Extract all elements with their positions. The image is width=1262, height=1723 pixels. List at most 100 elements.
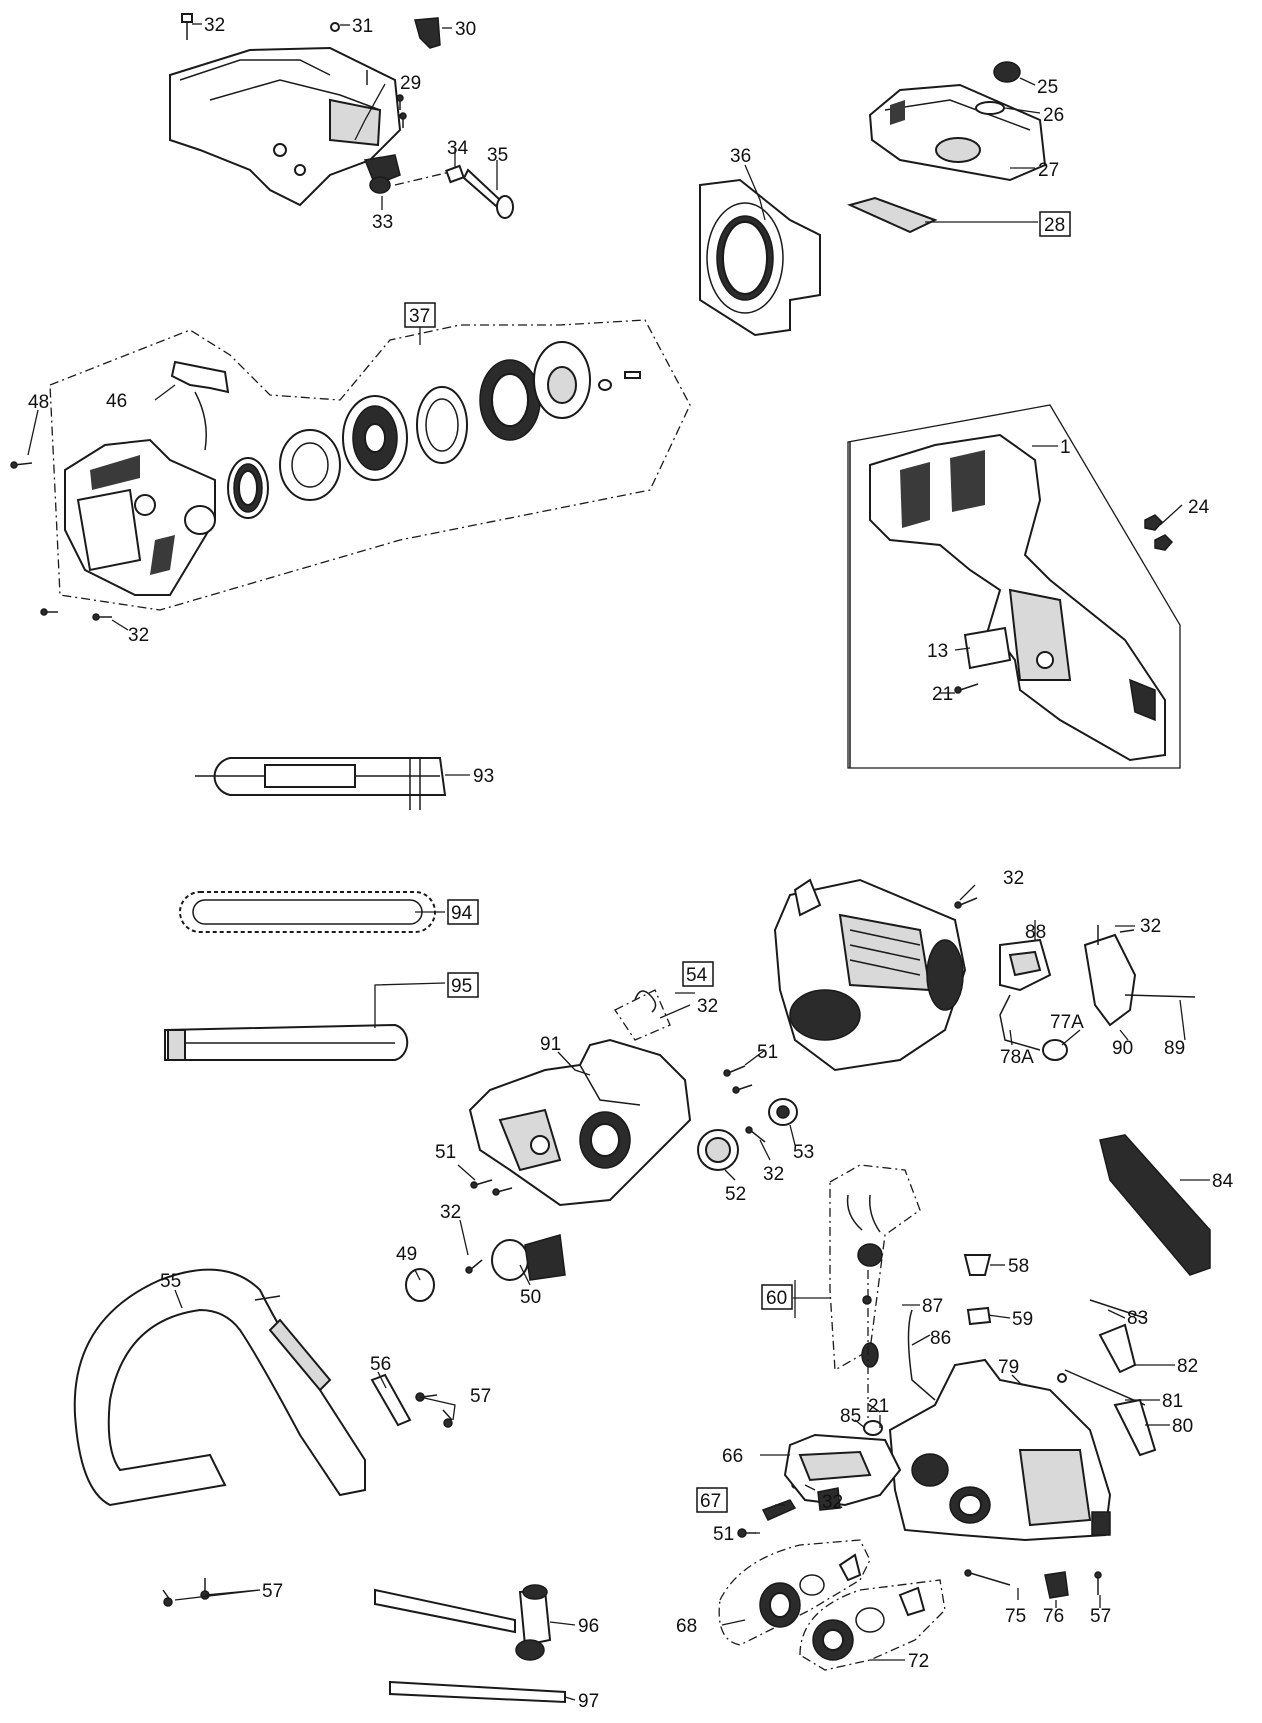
oil-cap-group-boundary — [718, 1539, 871, 1646]
handle-clip-part — [370, 1373, 412, 1427]
oil-cap-part — [759, 1553, 862, 1628]
callout-51: 51 — [435, 1142, 456, 1163]
callout-57: 57 — [262, 1581, 283, 1602]
callout-49: 49 — [396, 1244, 417, 1265]
callout-54: 54 — [686, 965, 708, 986]
callout-93: 93 — [473, 766, 494, 787]
callout-37: 37 — [409, 306, 430, 327]
callout-86: 86 — [930, 1328, 951, 1349]
callout-90: 90 — [1112, 1038, 1133, 1059]
chain-brake-cover-part — [869, 433, 1166, 762]
callout-88: 88 — [1025, 922, 1046, 943]
callout-51: 51 — [757, 1042, 778, 1063]
callout-78A: 78A — [1000, 1047, 1034, 1068]
rear-handle-grip-part — [1099, 1134, 1211, 1276]
crankcase-part — [468, 1038, 692, 1207]
callout-21: 21 — [932, 684, 953, 705]
callout-97: 97 — [578, 1691, 599, 1712]
file-tool-part — [389, 1680, 566, 1704]
clip-part — [414, 17, 441, 49]
callout-50: 50 — [520, 1287, 541, 1308]
callout-box — [696, 1487, 728, 1513]
callout-91: 91 — [540, 1034, 561, 1055]
callout-36: 36 — [730, 146, 751, 167]
callout-85: 85 — [840, 1406, 861, 1427]
engine-part — [773, 878, 967, 1072]
callout-57: 57 — [470, 1386, 491, 1407]
callout-32: 32 — [763, 1164, 784, 1185]
callout-48: 48 — [28, 392, 49, 413]
callout-27: 27 — [1038, 160, 1059, 181]
callout-58: 58 — [1008, 1256, 1029, 1277]
callout-56: 56 — [370, 1354, 391, 1375]
fuel-cap-group-boundary — [799, 1579, 946, 1671]
callout-35: 35 — [487, 145, 508, 166]
starter-coils — [227, 341, 641, 519]
callout-32: 32 — [1003, 868, 1024, 889]
oil-pump-group-boundary — [829, 1164, 921, 1372]
callout-80: 80 — [1172, 1416, 1193, 1437]
tank-cap-part — [812, 1586, 926, 1661]
spring-assembly-part — [614, 989, 671, 1041]
callout-67: 67 — [700, 1491, 721, 1512]
chain-guide-plate-part — [963, 626, 1012, 670]
callout-32: 32 — [822, 1492, 843, 1513]
callout-32: 32 — [204, 15, 225, 36]
starter-screws — [10, 461, 112, 621]
callout-53: 53 — [793, 1142, 814, 1163]
intake-manifold-part — [1083, 925, 1196, 1027]
small-screws — [366, 70, 407, 128]
callout-46: 46 — [106, 391, 127, 412]
callout-33: 33 — [372, 212, 393, 233]
nuts-part — [1144, 514, 1174, 551]
callout-57: 57 — [1090, 1606, 1111, 1627]
chain-brake-cover-boundary — [847, 404, 1181, 769]
callout-box — [761, 1284, 793, 1310]
pin-part — [330, 22, 340, 32]
air-filter-cover-part — [868, 83, 1047, 182]
oil-line-part — [907, 1309, 936, 1401]
top-cover-part — [169, 46, 402, 207]
front-handle-part — [73, 1268, 366, 1507]
callout-66: 66 — [722, 1446, 743, 1467]
callout-25: 25 — [1037, 77, 1058, 98]
callout-51: 51 — [713, 1524, 734, 1545]
callout-60: 60 — [766, 1288, 787, 1309]
callout-55: 55 — [160, 1271, 181, 1292]
callout-52: 52 — [725, 1184, 746, 1205]
callout-28: 28 — [1044, 215, 1065, 236]
screw-part — [181, 13, 193, 40]
callout-31: 31 — [352, 16, 373, 37]
carburetor-part — [999, 938, 1052, 992]
guide-bar-part — [164, 1023, 409, 1061]
callout-labels: 32 31 30 29 34 35 33 25 26 27 28 36 37 4… — [28, 15, 1234, 1712]
callout-box — [682, 961, 714, 987]
fuel-tank-housing-part — [888, 1358, 1112, 1542]
fuel-line-part — [999, 994, 1068, 1061]
callout-77A: 77A — [1050, 1012, 1084, 1033]
callout-32: 32 — [1140, 916, 1161, 937]
callout-83: 83 — [1127, 1308, 1148, 1329]
clutch-drum-part — [405, 1234, 566, 1302]
bar-cover-part — [195, 757, 447, 810]
callout-24: 24 — [1188, 497, 1210, 518]
callout-1: 1 — [1060, 437, 1071, 458]
cover-plate-part — [783, 1433, 902, 1511]
leader-lines — [27, 23, 1210, 1701]
saw-chain-part — [179, 891, 436, 933]
callout-21: 21 — [868, 1396, 889, 1417]
callout-34: 34 — [447, 138, 469, 159]
callout-32: 32 — [440, 1202, 461, 1223]
callout-32: 32 — [128, 625, 149, 646]
callout-13: 13 — [927, 641, 948, 662]
starter-housing-part — [64, 438, 216, 596]
callout-87: 87 — [922, 1296, 943, 1317]
callout-89: 89 — [1164, 1038, 1185, 1059]
callout-84: 84 — [1212, 1171, 1234, 1192]
callout-box — [1039, 211, 1071, 237]
fan-housing-plate-part — [699, 178, 821, 337]
callout-32: 32 — [697, 996, 718, 1017]
callout-96: 96 — [578, 1616, 599, 1637]
starter-handle-part — [170, 360, 230, 394]
